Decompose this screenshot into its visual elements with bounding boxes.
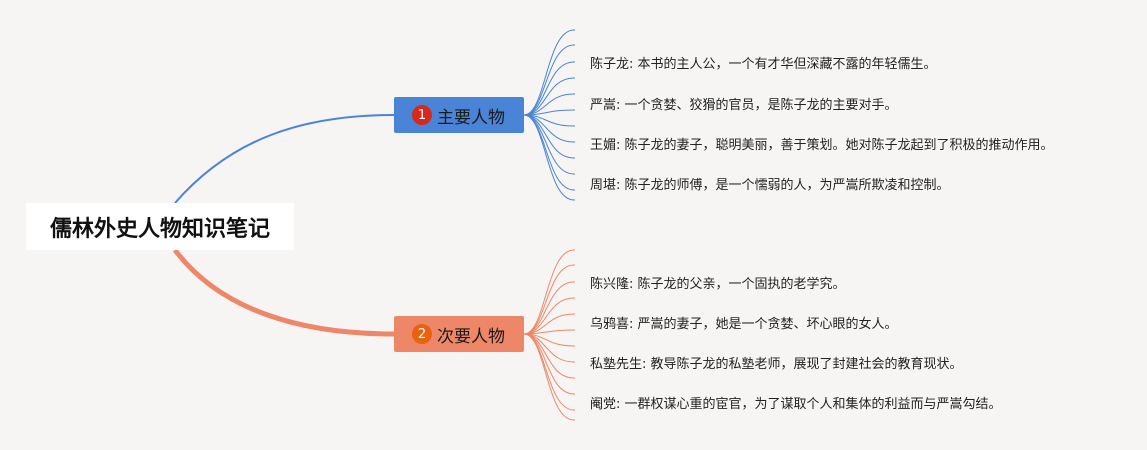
leaf-secondary-1[interactable]: 陈兴隆: 陈子龙的父亲，一个固执的老学究。 bbox=[590, 277, 846, 292]
leaf-secondary-4[interactable]: 阉党: 一群权谋心重的宦官，为了谋取个人和集体的利益而与严嵩勾结。 bbox=[590, 397, 1002, 412]
leaf-main-3[interactable]: 王媚: 陈子龙的妻子，聪明美丽，善于策划。她对陈子龙起到了积极的推动作用。 bbox=[590, 138, 1054, 153]
leaf-secondary-3[interactable]: 私塾先生: 教导陈子龙的私塾老师，展现了封建社会的教育现状。 bbox=[590, 357, 963, 372]
leaf-main-4[interactable]: 周堪: 陈子龙的师傅，是一个懦弱的人，为严嵩所欺凌和控制。 bbox=[590, 178, 950, 193]
leaf-main-2[interactable]: 严嵩: 一个贪婪、狡猾的官员，是陈子龙的主要对手。 bbox=[590, 98, 898, 113]
connector-root-secondary bbox=[173, 248, 395, 337]
branch-label: 主要人物 bbox=[437, 107, 505, 128]
fan-line-main-3 bbox=[523, 61, 575, 116]
branch-main-characters[interactable]: 1 主要人物 bbox=[394, 97, 524, 133]
root-title: 儒林外史人物知识笔记 bbox=[49, 216, 270, 242]
branch-secondary-characters[interactable]: 2 次要人物 bbox=[394, 316, 524, 352]
fan-line-secondary-2 bbox=[523, 264, 575, 335]
fan-line-secondary-4 bbox=[523, 297, 575, 335]
root-topic[interactable]: 儒林外史人物知识笔记 bbox=[26, 203, 294, 250]
fan-main bbox=[523, 29, 575, 201]
fan-line-main-2 bbox=[523, 44, 575, 116]
fan-line-main-8 bbox=[523, 114, 575, 143]
number-badge-icon: 1 bbox=[412, 105, 432, 125]
fan-line-secondary-12 bbox=[523, 333, 575, 421]
fan-line-secondary-3 bbox=[523, 281, 575, 335]
fan-line-secondary-8 bbox=[523, 333, 575, 363]
fan-line-main-1 bbox=[523, 29, 575, 116]
number-badge-icon: 2 bbox=[412, 324, 432, 344]
fan-secondary bbox=[523, 249, 575, 421]
leaf-main-1[interactable]: 陈子龙: 本书的主人公，一个有才华但深藏不露的年轻儒生。 bbox=[590, 57, 937, 72]
fan-line-secondary-5 bbox=[523, 313, 575, 335]
branch-label: 次要人物 bbox=[437, 326, 505, 347]
leaf-secondary-2[interactable]: 乌鸦喜: 严嵩的妻子，她是一个贪婪、坏心眼的女人。 bbox=[590, 317, 898, 332]
fan-line-main-12 bbox=[523, 114, 575, 201]
fan-line-main-4 bbox=[523, 77, 575, 116]
fan-line-secondary-1 bbox=[523, 249, 575, 335]
connector-root-main bbox=[174, 114, 395, 204]
fan-line-main-6 bbox=[523, 109, 575, 116]
